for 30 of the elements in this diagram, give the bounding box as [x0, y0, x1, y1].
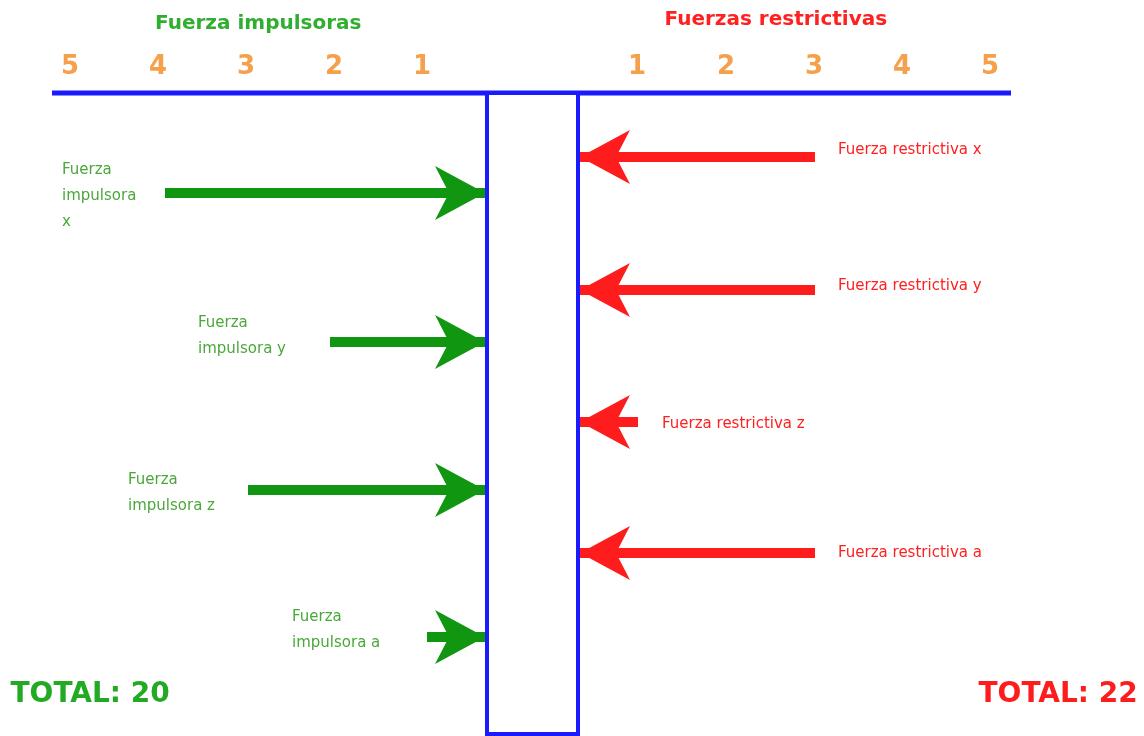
force-label: Fuerza restrictiva a: [815, 539, 995, 565]
scale-number: 5: [981, 50, 1000, 80]
scale-number: 4: [149, 50, 168, 80]
heading: Fuerzas restrictivas: [664, 6, 888, 30]
scale-number: 5: [61, 50, 80, 80]
force-label: Fuerza restrictiva z: [638, 410, 823, 436]
force-label: Fuerza impulsora x: [62, 156, 165, 234]
scale-number: 3: [237, 50, 256, 80]
force-arrow: [580, 263, 815, 317]
scale-number: 3: [805, 50, 824, 80]
force-arrow: [580, 130, 815, 184]
force-label: Fuerza restrictiva y: [815, 272, 995, 298]
force-label: Fuerza impulsora z: [128, 466, 248, 518]
total-label: TOTAL: 20: [10, 676, 170, 709]
force-arrow: [580, 526, 815, 580]
scale-number: 2: [717, 50, 736, 80]
scale-number: 2: [325, 50, 344, 80]
force-arrow: [580, 395, 638, 449]
force-arrow: [165, 166, 485, 220]
heading: Fuerza impulsoras: [155, 10, 362, 34]
force-label: Fuerza impulsora a: [292, 603, 427, 655]
scale-number: 4: [893, 50, 912, 80]
force-label: Fuerza restrictiva x: [815, 136, 995, 162]
force-arrow: [427, 610, 485, 664]
total-label: TOTAL: 22: [978, 676, 1138, 709]
force-arrow: [330, 315, 485, 369]
scale-number: 1: [413, 50, 432, 80]
force-arrow: [248, 463, 485, 517]
scale-number: 1: [628, 50, 647, 80]
force-label: Fuerza impulsora y: [198, 309, 330, 361]
